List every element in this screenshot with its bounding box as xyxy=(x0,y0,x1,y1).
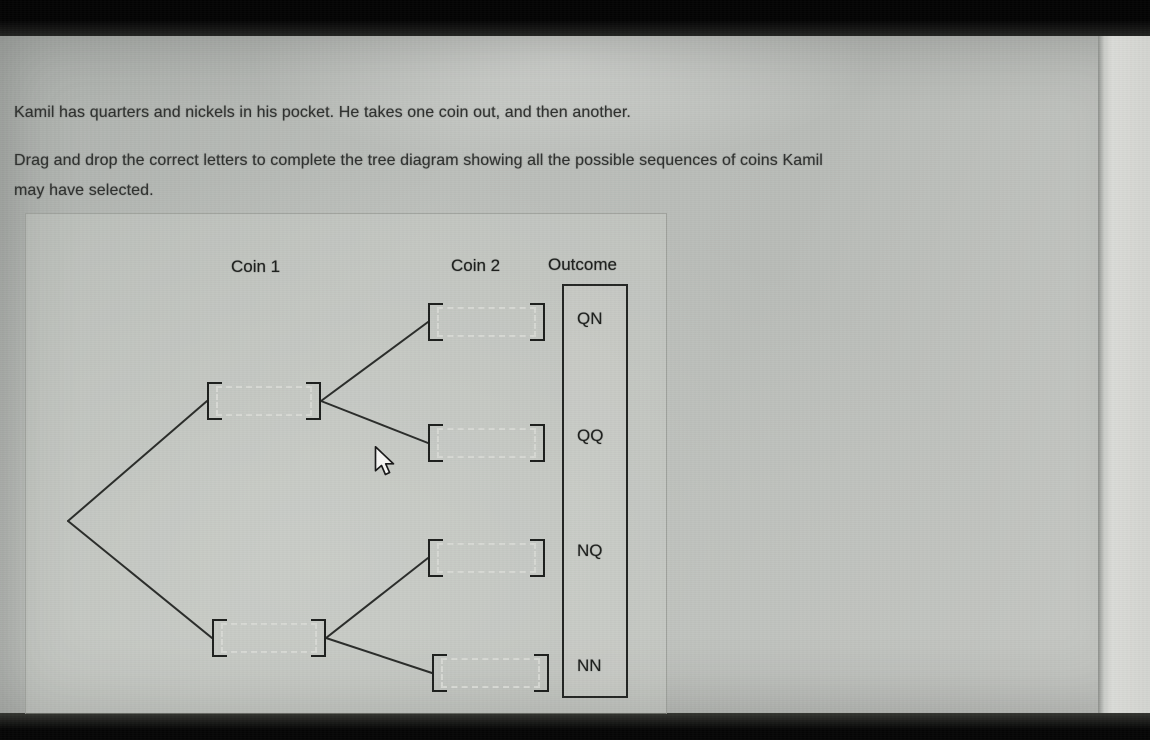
outcome-label-nn: NN xyxy=(577,656,602,675)
outcome-label-nq: NQ xyxy=(577,541,603,560)
cursor-icon xyxy=(374,446,395,476)
bracket-right xyxy=(306,382,321,420)
bracket-left xyxy=(428,303,443,341)
drop-placeholder[interactable] xyxy=(441,658,540,688)
bracket-left xyxy=(428,539,443,577)
outcome-label-qq: QQ xyxy=(577,426,604,445)
drop-placeholder[interactable] xyxy=(221,623,317,653)
drop-placeholder[interactable] xyxy=(437,428,536,458)
column-header-coin2: Coin 2 xyxy=(451,256,501,275)
outcome-list-box xyxy=(562,284,628,698)
drop-placeholder[interactable] xyxy=(437,307,536,337)
drop-target-coin2-row4[interactable] xyxy=(432,654,549,692)
bracket-left xyxy=(212,619,227,657)
bracket-left xyxy=(432,654,447,692)
screen-bezel-bottom xyxy=(0,713,1150,740)
instruction-text-line2: may have selected. xyxy=(14,182,154,199)
column-header-coin1: Coin 1 xyxy=(231,257,281,276)
bracket-left xyxy=(428,424,443,462)
question-text: Kamil has quarters and nickels in his po… xyxy=(14,104,631,121)
drop-target-coin1-top[interactable] xyxy=(207,382,321,420)
instruction-text-line1: Drag and drop the correct letters to com… xyxy=(14,152,823,169)
drop-target-coin2-row3[interactable] xyxy=(428,539,545,577)
bracket-right xyxy=(530,424,545,462)
screen-bezel-top xyxy=(0,0,1150,36)
outcome-label-qn: QN xyxy=(577,309,603,328)
bracket-right xyxy=(530,539,545,577)
column-header-outcome: Outcome xyxy=(548,255,617,274)
drop-target-coin1-bottom[interactable] xyxy=(212,619,326,657)
bracket-right xyxy=(534,654,549,692)
bracket-right xyxy=(530,303,545,341)
bracket-right xyxy=(311,619,326,657)
page-edge-strip xyxy=(1098,36,1150,713)
drop-placeholder[interactable] xyxy=(437,543,536,573)
bracket-left xyxy=(207,382,222,420)
drop-placeholder[interactable] xyxy=(216,386,312,416)
drop-target-coin2-row2[interactable] xyxy=(428,424,545,462)
drop-target-coin2-row1[interactable] xyxy=(428,303,545,341)
